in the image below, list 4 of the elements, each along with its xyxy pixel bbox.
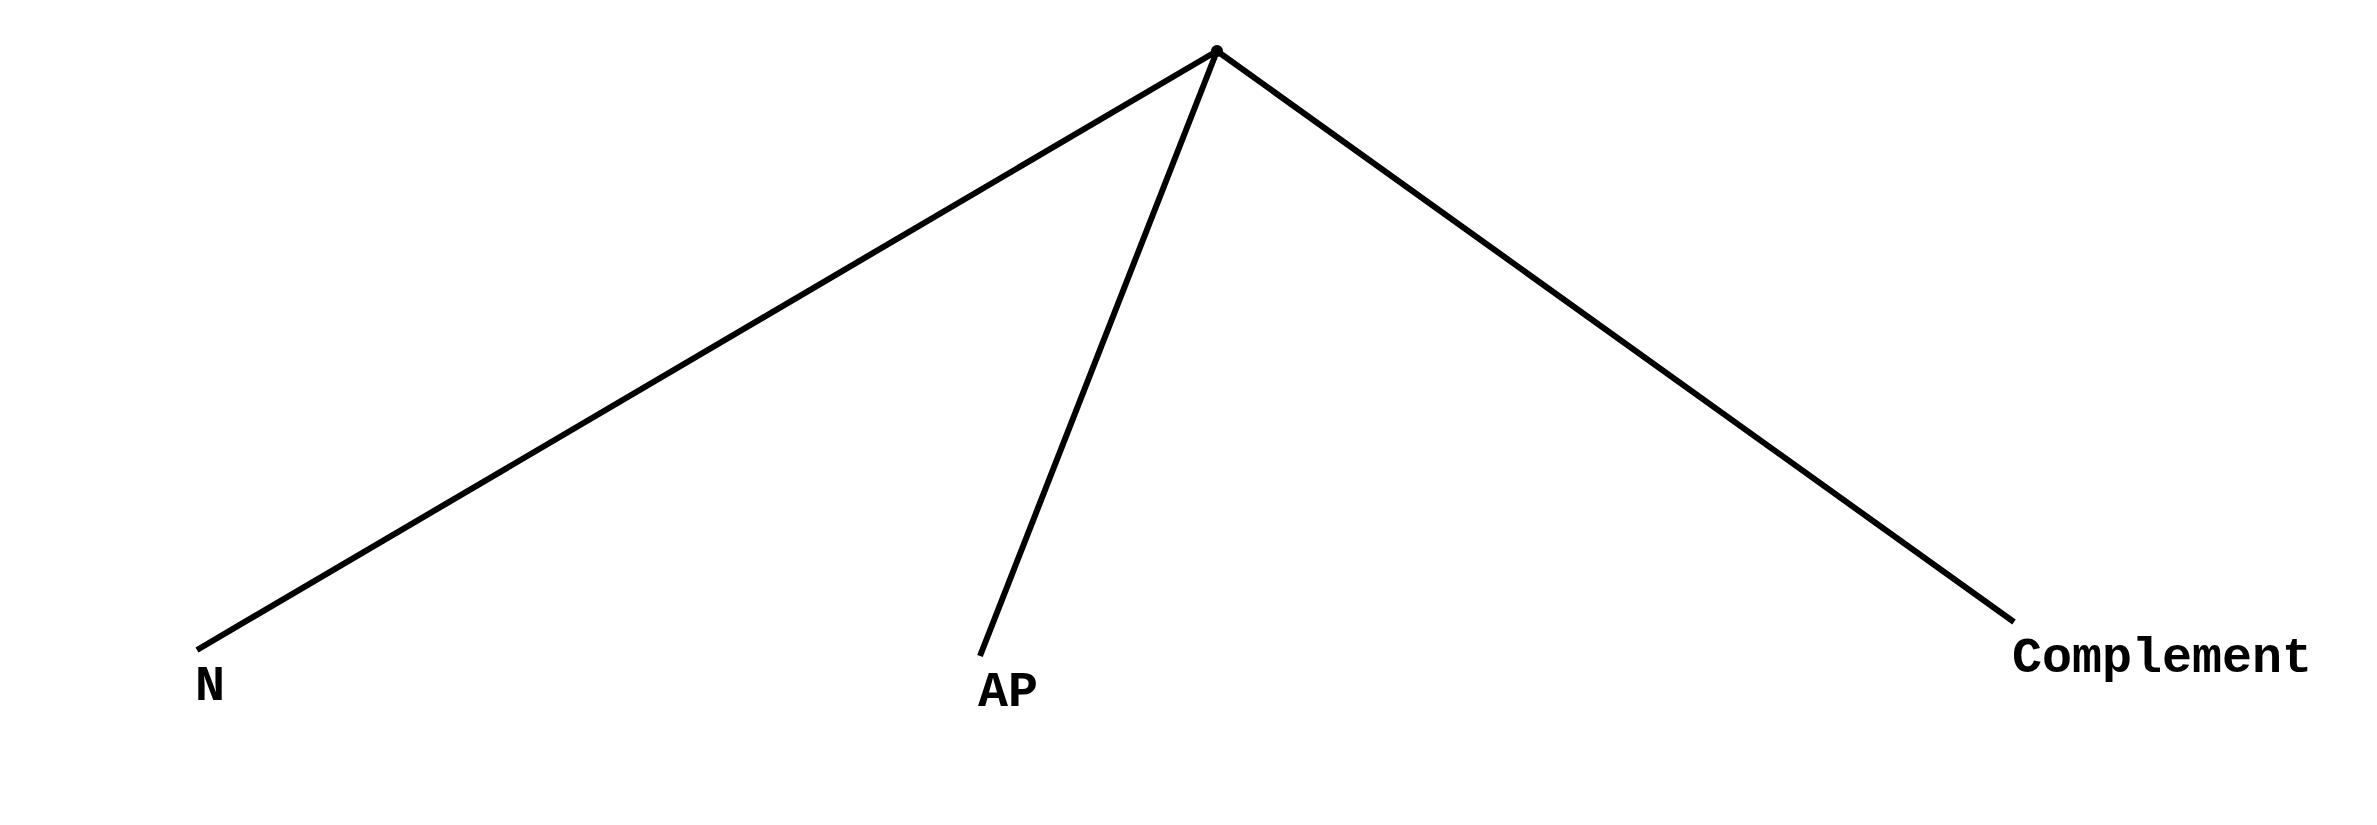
branch-point [1211, 45, 1223, 57]
category-label: AP [978, 663, 1038, 718]
category-label: Complement [2012, 629, 2313, 684]
category-label: N [195, 657, 225, 712]
